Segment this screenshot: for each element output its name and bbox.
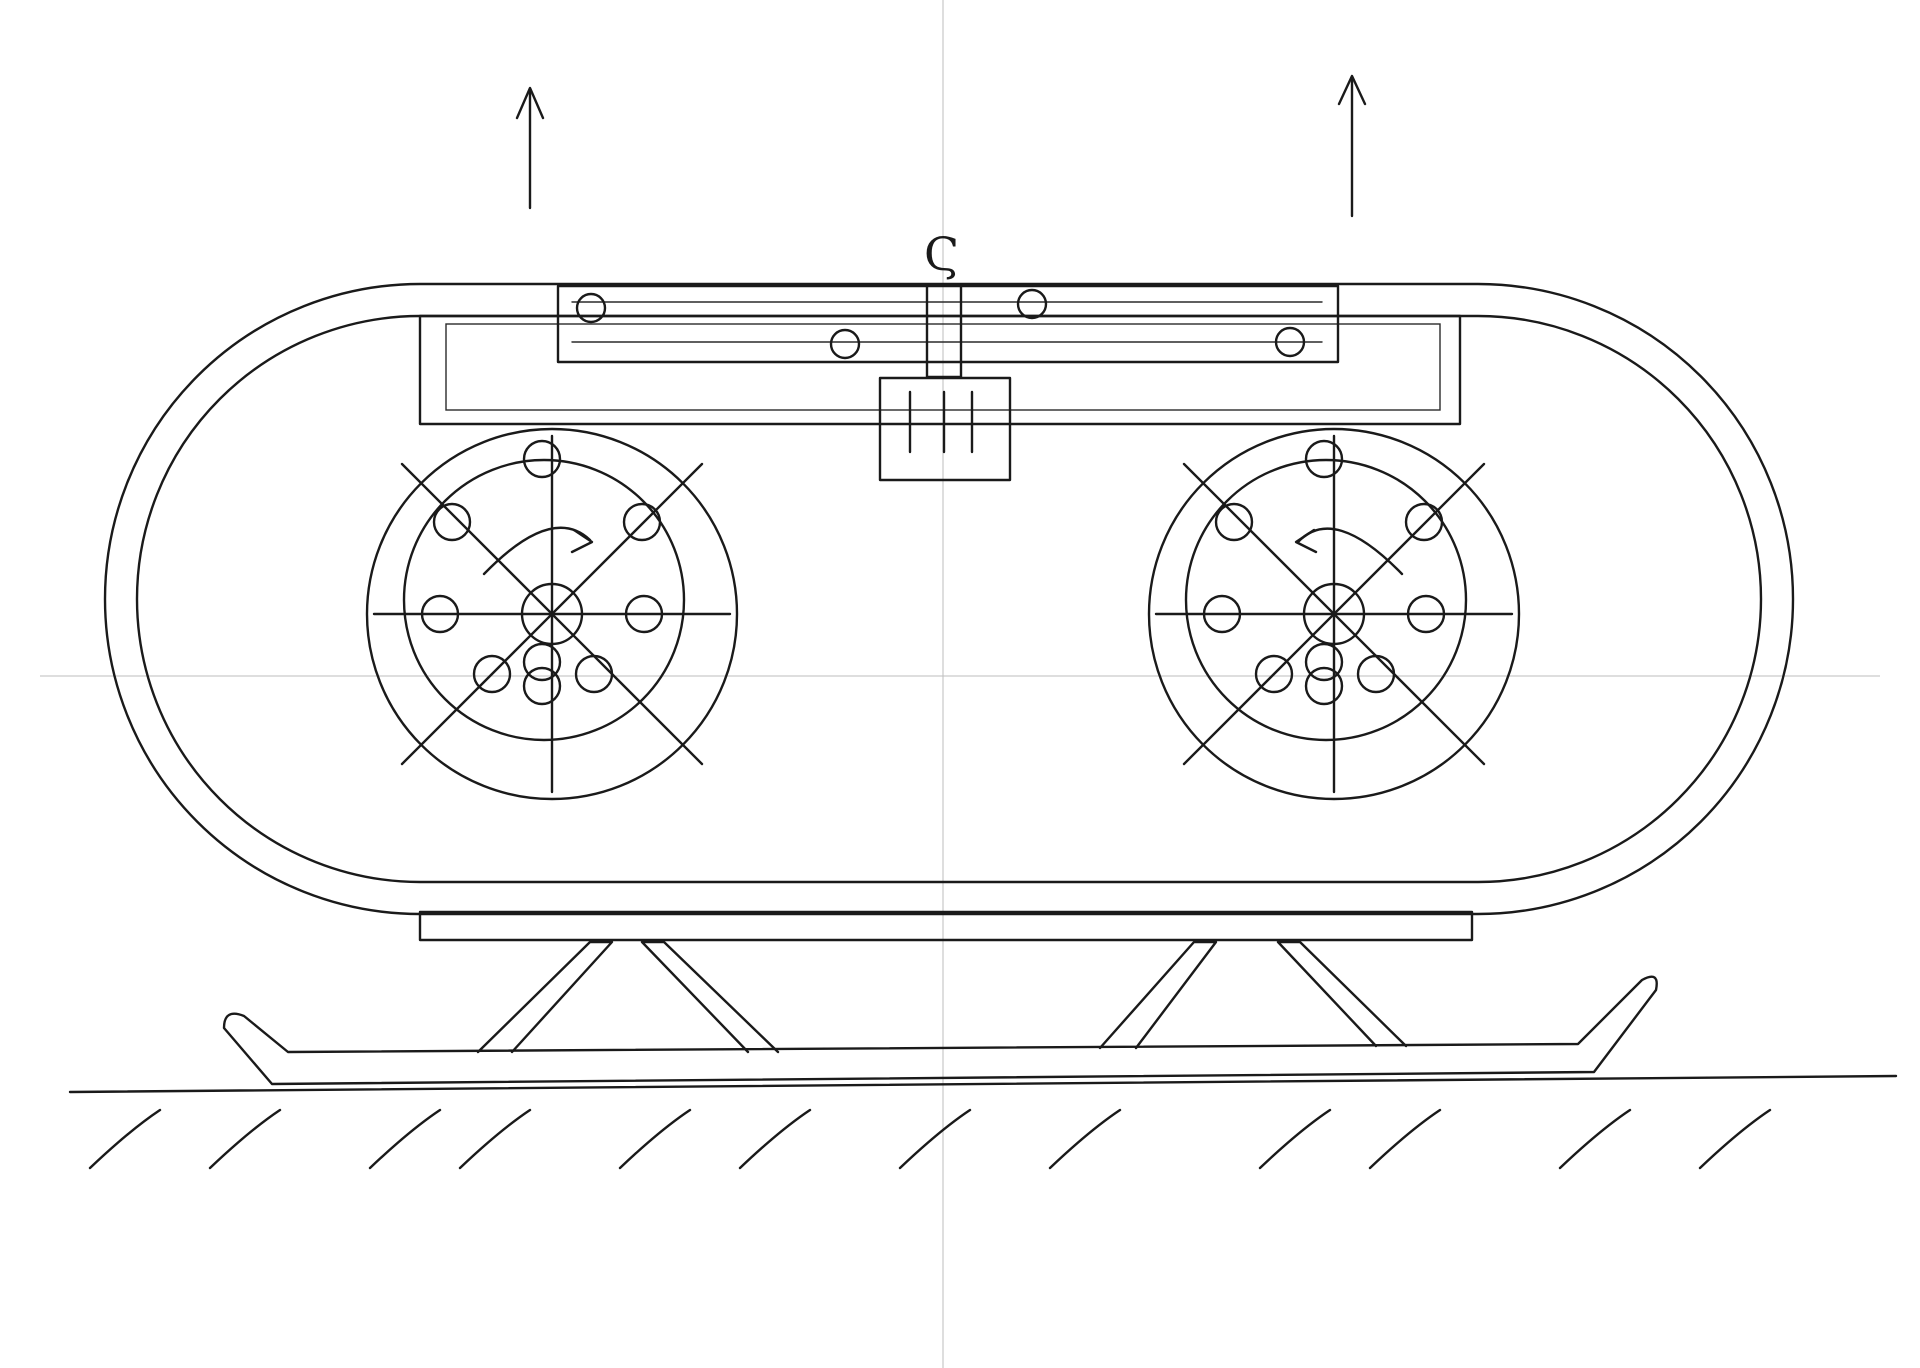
rotation-arrowhead (570, 528, 594, 554)
fan-bolt-hole (1202, 594, 1242, 634)
skid-rail (222, 975, 1658, 1086)
ground-hatch-stroke (88, 1108, 162, 1170)
ground-hatch-stroke (1368, 1108, 1442, 1170)
hull-outline (103, 282, 1795, 916)
fan-left (365, 427, 739, 801)
ground-hatch-stroke (1698, 1108, 1772, 1170)
fan-spoke (1182, 462, 1486, 766)
top-housing (418, 314, 1462, 426)
fan-outer-ring (1147, 427, 1521, 801)
fan-bolt-hole (1304, 642, 1344, 682)
ground (68, 1074, 1898, 1170)
ground-hatch-stroke (618, 1108, 692, 1170)
lift-arrow-right (1337, 74, 1367, 218)
fan-bolt-hole (522, 666, 562, 706)
ground-hatch-stroke (1048, 1108, 1122, 1170)
fan-outer-ring (365, 427, 739, 801)
belt-pulley (1274, 326, 1306, 358)
fan-inner-ring (402, 458, 686, 742)
fan-bolt-hole (522, 642, 562, 682)
fan-spoke (400, 462, 704, 766)
belt-pulley (1016, 288, 1048, 320)
fan-bolt-hole (432, 502, 472, 542)
fan-bolt-hole (1254, 654, 1294, 694)
fan-bolt-hole (1356, 654, 1396, 694)
fan-right (1147, 427, 1521, 801)
paper-fold-lines (40, 0, 1880, 1368)
rotation-symbol: Ϛ (924, 227, 959, 281)
fan-bolt-hole (1214, 502, 1254, 542)
ground-hatch-stroke (458, 1108, 532, 1170)
fan-bolt-hole (624, 594, 664, 634)
motor-block (878, 376, 1012, 482)
fan-bolt-hole (622, 502, 662, 542)
fan-bolt-hole (574, 654, 614, 694)
ground-hatching (88, 1108, 1772, 1170)
fan-bolt-hole (1406, 594, 1446, 634)
lower-skirt (418, 910, 1474, 942)
ground-hatch-stroke (1558, 1108, 1632, 1170)
drive-shaft (925, 283, 963, 379)
fan-bolt-hole (1404, 502, 1444, 542)
ground-hatch-stroke (368, 1108, 442, 1170)
ground-hatch-stroke (208, 1108, 282, 1170)
fan-bolt-hole (1304, 666, 1344, 706)
ground-hatch-stroke (1258, 1108, 1332, 1170)
skid-struts (476, 940, 1408, 1054)
fan-bolt-hole (420, 594, 460, 634)
belt-pulley (829, 328, 861, 360)
fan-inner-ring (1184, 458, 1468, 742)
drive-belt-box (556, 284, 1340, 364)
rotation-arrowhead (1294, 528, 1318, 554)
ground-hatch-stroke (898, 1108, 972, 1170)
ground-hatch-stroke (738, 1108, 812, 1170)
lift-arrow-left (515, 86, 545, 210)
fan-bolt-hole (522, 439, 562, 479)
fan-bolt-hole (472, 654, 512, 694)
fan-bolt-hole (1304, 439, 1344, 479)
belt-pulley (575, 292, 607, 324)
